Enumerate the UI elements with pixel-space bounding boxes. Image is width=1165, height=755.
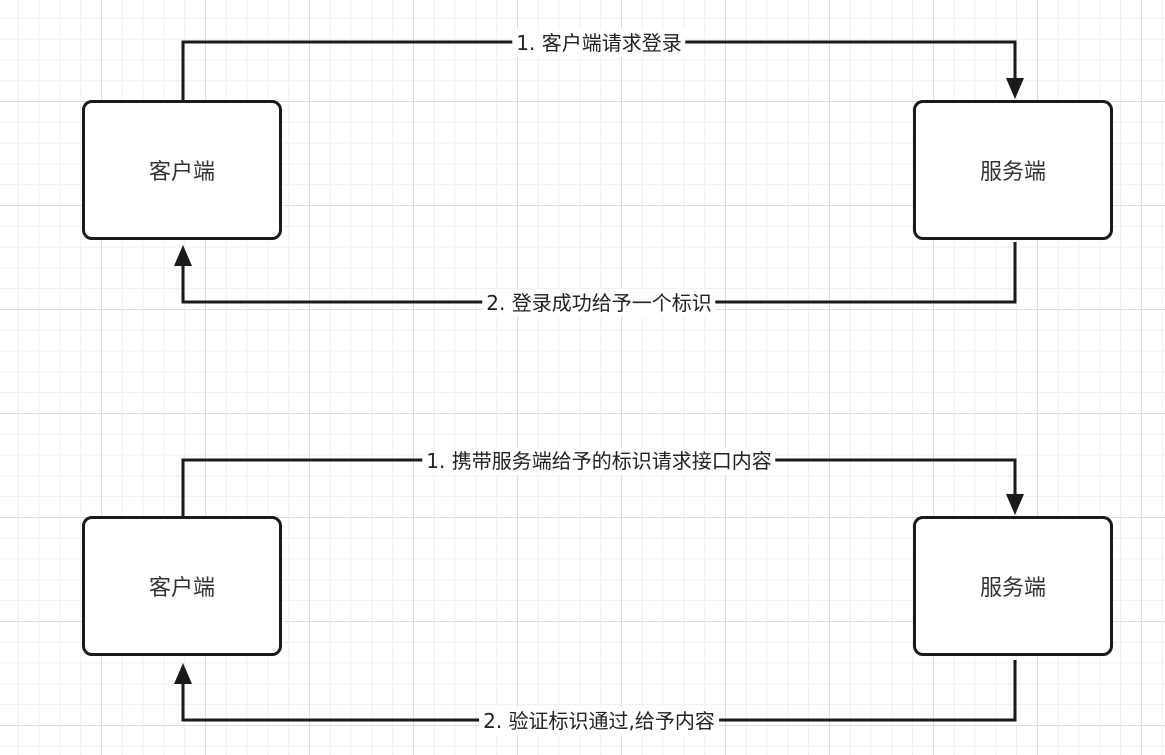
bottom-request-arrowhead (1006, 494, 1024, 515)
bottom-response-label: 2. 验证标识通过,给予内容 (479, 707, 719, 735)
bottom-request-label: 1. 携带服务端给予的标识请求接口内容 (422, 447, 776, 475)
top-request-arrowhead (1006, 78, 1024, 99)
top-response-label: 2. 登录成功给予一个标识 (482, 289, 716, 317)
top-request-label: 1. 客户端请求登录 (512, 29, 686, 57)
bottom-client-label: 客户端 (148, 576, 215, 601)
top-response-arrowhead (174, 245, 192, 266)
top-client-label: 客户端 (148, 160, 215, 185)
top-client-node[interactable]: 客户端 (82, 100, 282, 240)
bottom-server-node[interactable]: 服务端 (913, 516, 1113, 656)
bottom-response-arrowhead (174, 663, 192, 684)
top-server-label: 服务端 (979, 160, 1046, 185)
bottom-client-node[interactable]: 客户端 (82, 516, 282, 656)
bottom-server-label: 服务端 (979, 576, 1046, 601)
top-server-node[interactable]: 服务端 (913, 100, 1113, 240)
